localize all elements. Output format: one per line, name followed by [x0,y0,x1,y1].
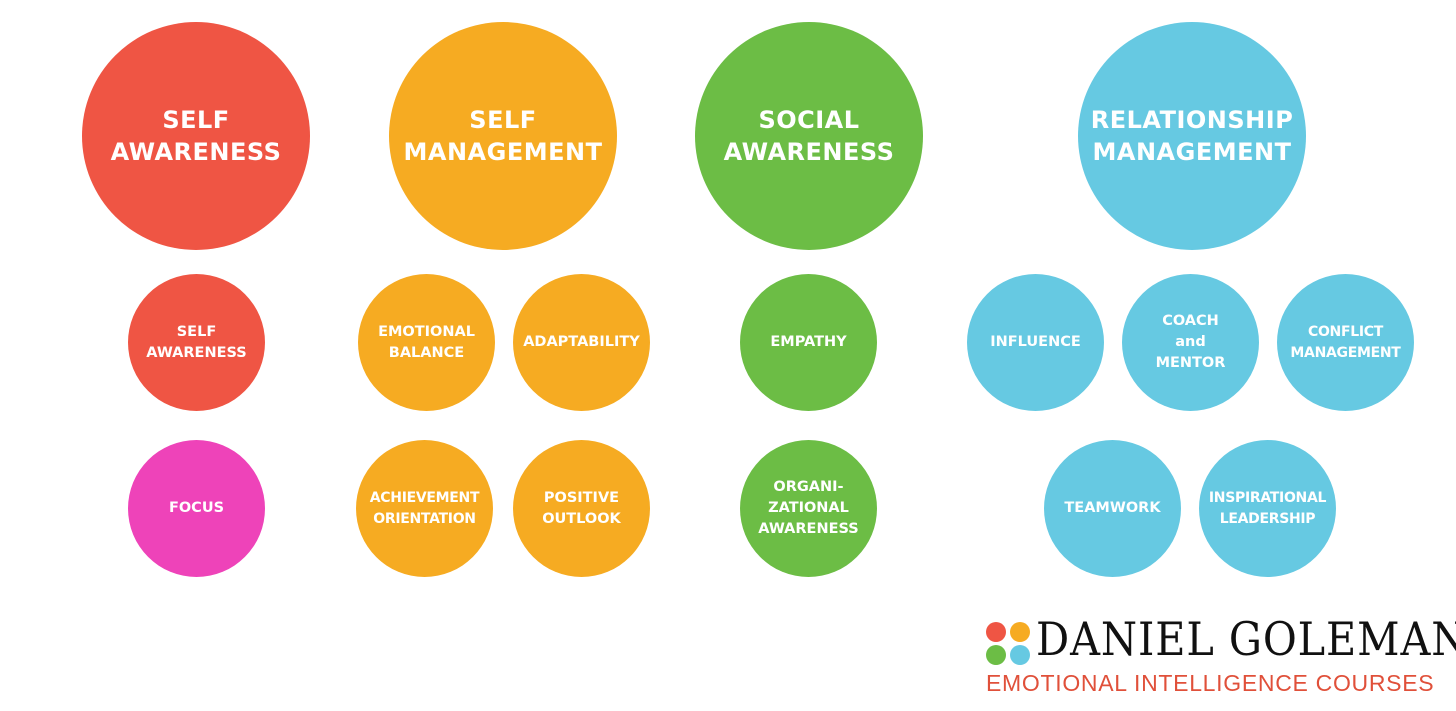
logo-subtitle: EMOTIONAL INTELLIGENCE COURSES [986,670,1435,696]
domain-title-social-awareness: SOCIAL AWARENESS [723,106,895,166]
domain-circle-self-management: SELF MANAGEMENT [389,22,617,250]
competency-label: FOCUS [168,500,225,516]
competency-adaptability: ADAPTABILITY [513,274,650,411]
competency-empathy: EMPATHY [740,274,877,411]
competency-inspirational-leadership: INSPIRATIONAL LEADERSHIP [1199,440,1336,577]
four-dots-logo-icon [984,620,1032,666]
competency-label: INSPIRATIONAL LEADERSHIP [1208,489,1327,527]
competency-label: EMPATHY [770,334,847,350]
domain-circle-self-awareness: SELF AWARENESS [82,22,310,250]
competency-teamwork: TEAMWORK [1044,440,1181,577]
competency-label: TEAMWORK [1064,500,1161,516]
competency-self-awareness: SELF AWARENESS [128,274,265,411]
domain-title-relationship-management: RELATIONSHIP MANAGEMENT [1090,106,1294,166]
competency-label: ORGANI- ZATIONAL AWARENESS [758,479,859,537]
competency-focus: FOCUS [128,440,265,577]
competency-label: COACH and MENTOR [1155,313,1226,371]
competency-label: SELF AWARENESS [146,323,247,361]
daniel-goleman-logo: DANIEL GOLEMAN EMOTIONAL INTELLIGENCE CO… [984,612,1456,698]
logo-name: DANIEL GOLEMAN [1036,612,1456,666]
competency-label: POSITIVE OUTLOOK [542,489,621,527]
domain-title-self-management: SELF MANAGEMENT [403,106,603,166]
competency-label: CONFLICT MANAGEMENT [1290,323,1401,361]
competency-label: EMOTIONAL BALANCE [378,323,475,361]
competency-label: ADAPTABILITY [523,334,640,350]
domain-title-self-awareness: SELF AWARENESS [110,106,282,166]
competency-organizational-awareness: ORGANI- ZATIONAL AWARENESS [740,440,877,577]
competency-positive-outlook: POSITIVE OUTLOOK [513,440,650,577]
competency-emotional-balance: EMOTIONAL BALANCE [358,274,495,411]
competency-conflict-management: CONFLICT MANAGEMENT [1277,274,1414,411]
domain-circle-relationship-management: RELATIONSHIP MANAGEMENT [1078,22,1306,250]
domain-circle-social-awareness: SOCIAL AWARENESS [695,22,923,250]
competency-achievement-orientation: ACHIEVEMENT ORIENTATION [356,440,493,577]
competency-label: INFLUENCE [990,334,1081,350]
competency-influence: INFLUENCE [967,274,1104,411]
competency-coach-and-mentor: COACH and MENTOR [1122,274,1259,411]
competency-label: ACHIEVEMENT ORIENTATION [369,489,480,527]
